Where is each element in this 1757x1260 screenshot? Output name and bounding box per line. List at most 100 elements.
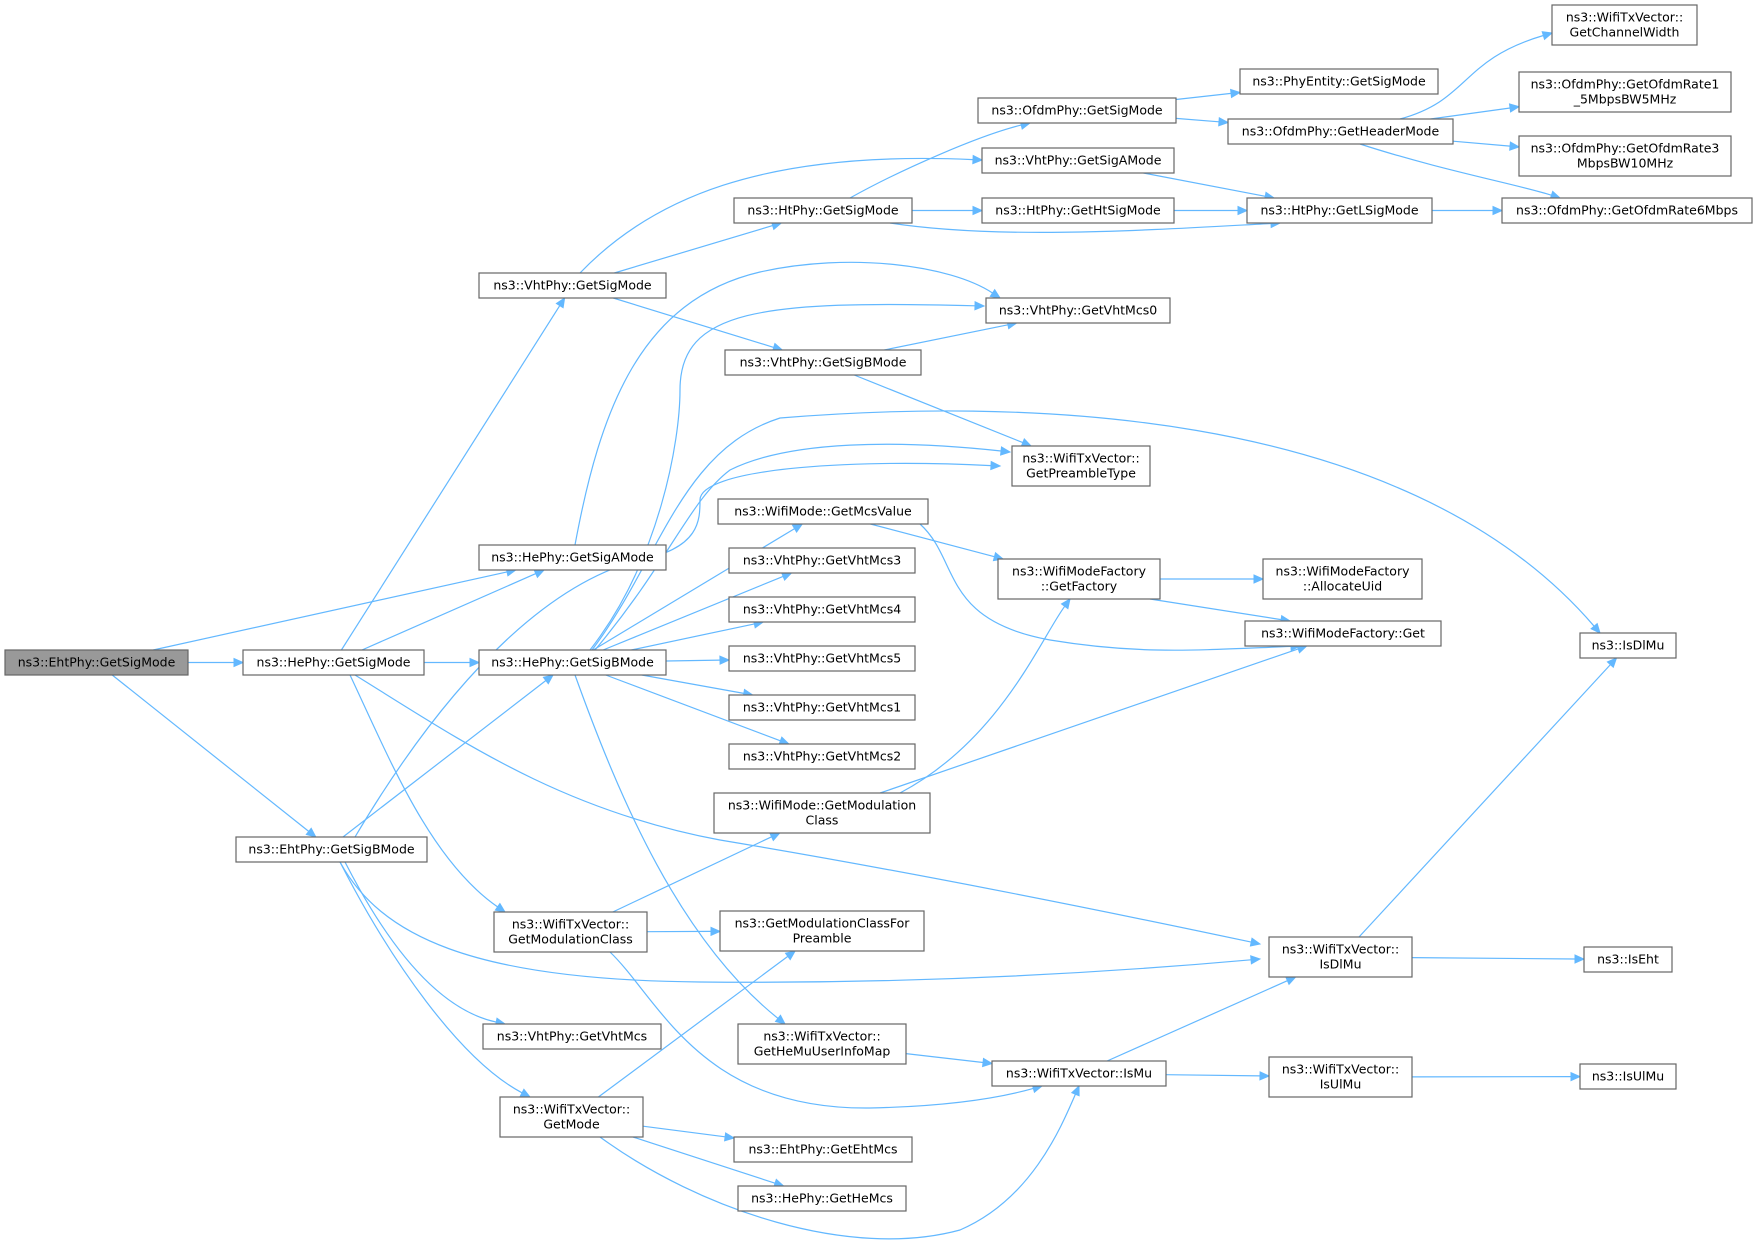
edge-line <box>602 575 784 651</box>
edge-wifitxvector-isdlmu-to-iseht <box>1411 954 1586 964</box>
node-label: ns3::EhtPhy::GetSigBMode <box>248 842 414 857</box>
edge-arrowhead <box>784 950 797 961</box>
node-ehtphy-getsigbmode[interactable]: ns3::EhtPhy::GetSigBMode <box>235 836 428 863</box>
edge-line <box>889 222 1272 233</box>
node-label: ns3::WifiTxVector:: <box>1022 451 1139 466</box>
node-box <box>1551 4 1698 46</box>
node-hephy-getsigmode[interactable]: ns3::HePhy::GetSigMode <box>242 649 425 676</box>
edge-arrowhead <box>1285 976 1297 986</box>
edge-vhtphy-getsigbmode-to-wifitxvector-getpreambletype <box>853 374 1033 447</box>
node-wifitxvector-isdlmu[interactable]: ns3::WifiTxVector::IsDlMu <box>1268 936 1413 978</box>
edge-arrowhead <box>1259 1071 1271 1081</box>
node-box <box>1583 946 1673 973</box>
edge-htphy-getlsigmode-to-ofdmphy-getofdmrate6mbps <box>1432 205 1504 216</box>
node-label: ns3::VhtPhy::GetSigBMode <box>740 355 907 370</box>
node-ofdmphy-getofdmrate6mbps[interactable]: ns3::OfdmPhy::GetOfdmRate6Mbps <box>1501 197 1753 224</box>
node-ofdmphy-getsigmode[interactable]: ns3::OfdmPhy::GetSigMode <box>977 97 1177 124</box>
edge-line <box>594 443 1002 651</box>
node-wifimode-getmcsvalue[interactable]: ns3::WifiMode::GetMcsValue <box>717 498 929 525</box>
node-label: ns3::HtPhy::GetLSigMode <box>1260 203 1418 218</box>
node-label: ns3::HtPhy::GetSigMode <box>747 203 898 218</box>
node-phyentity-getsigmode[interactable]: ns3::PhyEntity::GetSigMode <box>1239 68 1439 95</box>
edge-arrowhead <box>1492 205 1504 216</box>
node-vhtphy-getvhtmcs3[interactable]: ns3::VhtPhy::GetVhtMcs3 <box>728 547 916 574</box>
node-box <box>737 1023 907 1065</box>
edge-vhtphy-getsigamode-to-htphy-getlsigmode <box>1143 172 1276 201</box>
edge-arrowhead <box>1230 88 1242 99</box>
node-iseht[interactable]: ns3::IsEht <box>1583 946 1673 973</box>
node-vhtphy-getsigmode[interactable]: ns3::VhtPhy::GetSigMode <box>478 272 667 299</box>
edge-line <box>599 1094 1076 1240</box>
node-label: ns3::IsUlMu <box>1592 1069 1664 1084</box>
node-vhtphy-getvhtmcs0[interactable]: ns3::VhtPhy::GetVhtMcs0 <box>985 297 1171 324</box>
edge-line <box>574 674 779 1019</box>
node-box <box>1268 1056 1413 1098</box>
node-vhtphy-getvhtmcs5[interactable]: ns3::VhtPhy::GetVhtMcs5 <box>728 645 916 672</box>
node-label: ns3::HtPhy::GetHtSigMode <box>995 203 1161 218</box>
node-isulmu[interactable]: ns3::IsUlMu <box>1579 1063 1677 1090</box>
node-ofdmphy-getofdmrate1-5mbpsbw5mhz[interactable]: ns3::OfdmPhy::GetOfdmRate1_5MbpsBW5MHz <box>1518 71 1732 113</box>
node-box <box>728 743 916 770</box>
node-ehtphy-getsigmode[interactable]: ns3::EhtPhy::GetSigMode <box>4 649 189 676</box>
node-ofdmphy-getheadermode[interactable]: ns3::OfdmPhy::GetHeaderMode <box>1227 118 1454 145</box>
node-vhtphy-getvhtmcs[interactable]: ns3::VhtPhy::GetVhtMcs <box>482 1023 662 1050</box>
node-wifimodefactory-getfactory[interactable]: ns3::WifiModeFactory::GetFactory <box>997 558 1161 600</box>
node-htphy-getlsigmode[interactable]: ns3::HtPhy::GetLSigMode <box>1246 197 1433 224</box>
node-label: ns3::VhtPhy::GetSigMode <box>493 278 652 293</box>
node-vhtphy-getvhtmcs1[interactable]: ns3::VhtPhy::GetVhtMcs1 <box>728 694 916 721</box>
edge-arrowhead <box>769 832 781 842</box>
node-box <box>1518 135 1732 177</box>
edge-line <box>598 955 789 1098</box>
node-vhtphy-getsigamode[interactable]: ns3::VhtPhy::GetSigAMode <box>981 147 1175 174</box>
edge-wifimode-getmodulationclass-to-wifimodefactory-getfactory <box>899 598 1071 794</box>
edge-arrowhead <box>724 1132 736 1142</box>
node-box <box>242 649 425 676</box>
edge-line <box>1149 598 1282 621</box>
node-box <box>499 1096 644 1138</box>
edge-line <box>1452 140 1511 147</box>
edge-wifimodefactory-getfactory-to-wifimodefactory-allocateuid <box>1160 574 1265 584</box>
node-wifitxvector-isulmu[interactable]: ns3::WifiTxVector::IsUlMu <box>1268 1056 1413 1098</box>
node-wifimodefactory-get[interactable]: ns3::WifiModeFactory::Get <box>1244 620 1442 647</box>
node-hephy-getsigbmode[interactable]: ns3::HePhy::GetSigBMode <box>478 649 667 676</box>
node-vhtphy-getvhtmcs2[interactable]: ns3::VhtPhy::GetVhtMcs2 <box>728 743 916 770</box>
node-htphy-getsigmode[interactable]: ns3::HtPhy::GetSigMode <box>733 197 913 224</box>
edge-arrowhead <box>1590 622 1601 634</box>
edge-line <box>574 261 993 546</box>
edge-hephy-getsigamode-to-vhtphy-getvhtmcs0 <box>574 261 1002 546</box>
node-ehtphy-getehtmcs[interactable]: ns3::EhtPhy::GetEhtMcs <box>733 1136 913 1163</box>
node-htphy-gethtsigmode[interactable]: ns3::HtPhy::GetHtSigMode <box>981 197 1175 224</box>
edge-line <box>1143 172 1266 197</box>
edge-hephy-getsigmode-to-hephy-getsigbmode <box>424 657 481 668</box>
node-label: ns3::VhtPhy::GetVhtMcs1 <box>743 700 901 715</box>
edge-ofdmphy-getsigmode-to-ofdmphy-getheadermode <box>1175 116 1230 127</box>
node-wifitxvector-getmodulationclass[interactable]: ns3::WifiTxVector::GetModulationClass <box>493 911 648 953</box>
edge-wifitxvector-getmodulationclass-to-wifimode-getmodulationclass <box>612 832 781 913</box>
node-wifimode-getmodulationclass[interactable]: ns3::WifiMode::GetModulationClass <box>713 792 931 834</box>
node-vhtphy-getvhtmcs4[interactable]: ns3::VhtPhy::GetVhtMcs4 <box>728 596 916 623</box>
node-label: ns3::OfdmPhy::GetOfdmRate3 <box>1531 141 1720 156</box>
node-box <box>719 910 925 952</box>
node-hephy-getsigamode[interactable]: ns3::HePhy::GetSigAMode <box>478 544 667 571</box>
node-isdlmu[interactable]: ns3::IsDlMu <box>1579 632 1677 659</box>
edge-line <box>354 674 1252 943</box>
node-box <box>1501 197 1753 224</box>
node-vhtphy-getsigbmode[interactable]: ns3::VhtPhy::GetSigBMode <box>724 349 922 376</box>
node-label: ns3::WifiModeFactory <box>1012 564 1147 579</box>
node-wifitxvector-gethemuuserinfomap[interactable]: ns3::WifiTxVector::GetHeMuUserInfoMap <box>737 1023 907 1065</box>
node-label: ns3::OfdmPhy::GetOfdmRate1 <box>1531 77 1720 92</box>
node-label: ns3::WifiTxVector::IsMu <box>1006 1066 1152 1081</box>
node-wifimodefactory-allocateuid[interactable]: ns3::WifiModeFactory::AllocateUid <box>1262 558 1423 600</box>
node-hephy-gethemcs[interactable]: ns3::HePhy::GetHeMcs <box>737 1185 907 1212</box>
node-wifitxvector-getchannelwidth[interactable]: ns3::WifiTxVector::GetChannelWidth <box>1551 4 1698 46</box>
call-graph-edges <box>111 31 1618 1240</box>
node-wifitxvector-getmode[interactable]: ns3::WifiTxVector::GetMode <box>499 1096 644 1138</box>
node-wifitxvector-ismu[interactable]: ns3::WifiTxVector::IsMu <box>991 1060 1167 1087</box>
node-label: ns3::HePhy::GetSigAMode <box>491 550 654 565</box>
node-label: ns3::WifiMode::GetMcsValue <box>734 504 912 519</box>
node-wifitxvector-getpreambletype[interactable]: ns3::WifiTxVector::GetPreambleType <box>1011 445 1151 487</box>
node-label: GetChannelWidth <box>1570 25 1680 40</box>
edge-line <box>1359 143 1552 196</box>
